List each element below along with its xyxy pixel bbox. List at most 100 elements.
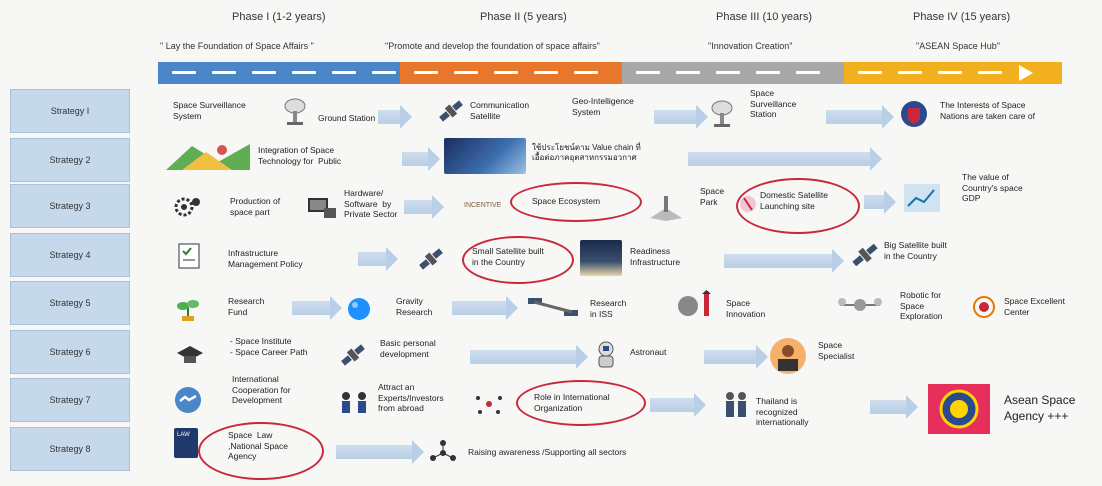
r5-space-excellent-center: Space Excellent Center	[1004, 296, 1065, 317]
timeline-phase-4	[844, 62, 1062, 84]
robotic-drone-icon	[836, 292, 884, 318]
strategy-2-label: Strategy 2	[10, 138, 130, 182]
r5-research-in-iss: Research in ISS	[590, 298, 627, 319]
excellence-target-icon	[972, 295, 996, 319]
research-fund-plant-icon	[176, 296, 200, 322]
r5-space-innovation: Space Innovation	[726, 298, 766, 319]
r1-ground-station: Ground Station	[318, 113, 376, 123]
timeline-phase-3	[622, 62, 844, 84]
phase-1-subtitle: " Lay the Foundation of Space Affairs "	[160, 41, 314, 51]
phase-1-title: Phase I (1-2 years)	[232, 11, 326, 23]
highlight-circle-launching-site	[736, 178, 860, 234]
r4-readiness-infrastructure: Readiness Infrastructure	[630, 246, 681, 267]
satellite-icon	[436, 93, 466, 129]
flow-arrow	[336, 440, 424, 464]
phase-4-title: Phase IV (15 years)	[913, 11, 1011, 23]
flow-arrow	[724, 249, 844, 273]
space-nations-shield-icon	[900, 100, 928, 128]
flow-arrow	[378, 105, 412, 129]
surveillance-station-dish-icon	[710, 98, 734, 128]
strategy-6-label: Strategy 6	[10, 330, 130, 374]
r6-space-institute-career-path: - Space Institute - Space Career Path	[230, 336, 308, 357]
r6-space-specialist: Space Specialist	[818, 340, 855, 361]
r6-astronaut: Astronaut	[630, 347, 667, 357]
r1-space-surveillance-system: Space Surveillance System	[173, 100, 246, 121]
computer-printer-icon	[306, 194, 338, 222]
astronaut-icon	[594, 340, 618, 368]
phase-3-subtitle: "Innovation Creation"	[708, 41, 793, 51]
flow-arrow	[704, 345, 768, 369]
flow-arrow	[470, 345, 588, 369]
strategy-8-label: Strategy 8	[10, 427, 130, 471]
r5-gravity-research: Gravity Research	[396, 296, 433, 317]
phase-2-title: Phase II (5 years)	[480, 11, 567, 23]
awareness-network-icon	[428, 438, 458, 464]
r2-integration-of-space-technology: Integration of Space Technology for Publ…	[258, 145, 342, 166]
flow-arrow	[864, 190, 896, 214]
flow-arrow	[650, 393, 706, 417]
strategy-5-label: Strategy 5	[10, 281, 130, 325]
ground-station-dish-icon	[283, 96, 307, 126]
satellite-icon	[338, 340, 368, 370]
strategy-3-label: Strategy 3	[10, 184, 130, 228]
flow-arrow	[358, 247, 398, 271]
highlight-circle-international-organization	[516, 380, 646, 426]
r4-infrastructure-management-policy: Infrastructure Management Policy	[228, 248, 303, 269]
highlight-circle-small-satellite	[462, 236, 574, 284]
flow-arrow	[404, 195, 444, 219]
iss-station-icon	[528, 294, 578, 320]
r8-raising-awareness: Raising awareness /Supporting all sector…	[468, 447, 627, 457]
strategy-7-label: Strategy 7	[10, 378, 130, 422]
r5-robotic-for-space-exploration: Robotic for Space Exploration	[900, 290, 943, 322]
r1-communication-satellite: Communication Satellite	[470, 100, 530, 121]
small-satellite-icon	[416, 244, 446, 274]
r1-interests-of-space-nations: The Interests of Space Nations are taken…	[940, 100, 1035, 121]
strategy-4-label: Strategy 4	[10, 233, 130, 277]
r4-big-satellite-built: Big Satellite built in the Country	[884, 240, 947, 261]
law-book-icon	[174, 428, 198, 458]
flow-arrow	[654, 105, 708, 129]
r7-international-cooperation: International Cooperation for Developmen…	[232, 374, 291, 406]
network-icon	[474, 392, 504, 416]
r6-basic-personal-development: Basic personal development	[380, 338, 436, 359]
graduation-cap-icon	[176, 344, 204, 368]
phase-2-subtitle: "Promote and develop the foundation of s…	[385, 41, 600, 51]
phase-4-subtitle: "ASEAN Space Hub"	[916, 41, 1000, 51]
value-chain-image	[444, 138, 526, 174]
recognition-people-icon	[722, 390, 750, 420]
r1-geo-intelligence-system: Geo-Intelligence System	[572, 96, 634, 117]
map-integration-icon	[162, 140, 254, 174]
handshake-icon	[174, 386, 202, 414]
r1-space-surveillance-station: Space Surveillance Station	[750, 88, 797, 120]
readiness-infrastructure-image	[580, 240, 622, 276]
timeline-phase-2	[400, 62, 622, 84]
space-specialist-icon	[768, 336, 808, 376]
timeline-arrowhead-icon	[1019, 65, 1033, 81]
gear-icon	[172, 194, 202, 220]
big-satellite-icon	[850, 240, 880, 270]
gravity-sphere-icon	[346, 296, 372, 322]
timeline-phase-1	[158, 62, 400, 84]
space-park-icon	[646, 194, 686, 222]
r8-law-book-label: LAW	[177, 432, 190, 438]
r2-country-space-gdp: The value of Country's space GDP	[962, 172, 1023, 204]
r5-research-fund: Research Fund	[228, 296, 265, 317]
gdp-chart-icon	[904, 184, 940, 212]
r7-attract-experts-investors: Attract an Experts/Investors from abroad	[378, 382, 444, 414]
r3-production-of-space-part: Production of space part	[230, 196, 281, 217]
experts-people-icon	[338, 390, 370, 414]
r7-asean-space-agency: Asean Space Agency +++	[1004, 393, 1076, 424]
flow-arrow	[826, 105, 894, 129]
highlight-circle-space-law	[198, 422, 324, 480]
flow-arrow	[452, 296, 518, 320]
strategy-1-label: Strategy I	[10, 89, 130, 133]
r3-space-park: Space Park	[700, 186, 725, 207]
asean-emblem-icon	[928, 384, 990, 434]
flow-arrow	[402, 147, 440, 171]
r7-thailand-recognized: Thailand is recognized internationally	[756, 396, 809, 428]
phase-3-title: Phase III (10 years)	[716, 11, 812, 23]
flow-arrow	[688, 147, 882, 171]
flow-arrow	[870, 395, 918, 419]
checklist-icon	[176, 242, 204, 270]
r3-incentive-label: INCENTIVE	[464, 202, 502, 209]
